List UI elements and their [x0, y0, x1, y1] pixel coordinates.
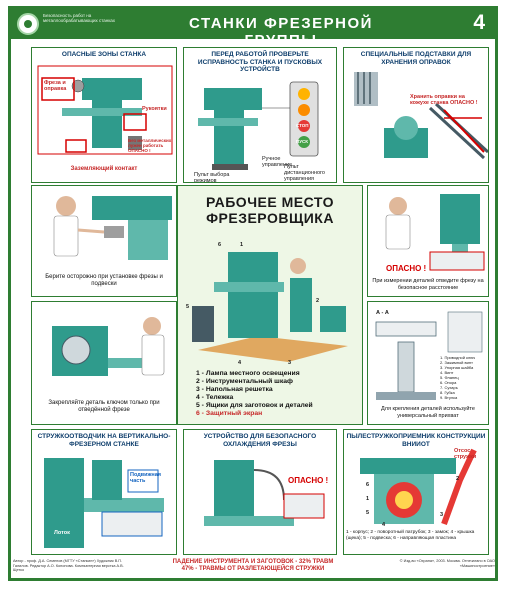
- workplace-illustration: [192, 252, 348, 362]
- sheet-number: 4: [473, 11, 485, 34]
- panel-pre-check: ПЕРЕД РАБОТОЙ ПРОВЕРЬТЕ ИСПРАВНОСТЬ СТАН…: [183, 47, 337, 183]
- footer-authors: Автор - проф. Д.А. Семенов (МГТУ «Станки…: [13, 559, 124, 572]
- panel-title: УСТРОЙСТВО ДЛЯ БЕЗОПАСНОГО ОХЛАЖДЕНИЯ ФР…: [203, 433, 317, 448]
- org-logo-icon: [17, 13, 39, 35]
- universal-clamp-diagram: [375, 311, 483, 400]
- chip-guard-illustration: [44, 458, 164, 548]
- panel-chip-receiver: ПЫЛЕСТРУЖКОПРИЕМНИК КОНСТРУКЦИИ ВНИИОТ О…: [343, 429, 489, 555]
- stat-line-2: 47% - ТРАВМЫ ОТ РАЗЛЕТАЮЩЕЙСЯ СТРУЖКИ: [181, 566, 325, 572]
- danger-label: ОПАСНО !: [288, 476, 329, 485]
- callout-3: 3: [288, 360, 292, 366]
- panel-clamp-key: Закрепляйте деталь ключом только при отв…: [31, 301, 177, 425]
- part-label: 8. Губка: [440, 390, 455, 395]
- machine-controls-illustration: [198, 81, 319, 170]
- label-chip-suction: Отсос стружки: [454, 448, 477, 460]
- callout-6: 6: [366, 482, 370, 488]
- panel-caption: Берите осторожно при установке фрезы и п…: [45, 274, 163, 287]
- panel-chip-guard: СТРУЖКООТВОДЧИК НА ВЕРТИКАЛЬНО-ФРЕЗЕРНОМ…: [31, 429, 177, 555]
- button-label-start: ПУСК: [296, 139, 309, 144]
- part-label: 1. Приводной ключ: [440, 355, 476, 360]
- panel-measurement: ОПАСНО ! При измерении деталей отведите …: [367, 185, 489, 297]
- label-remote-panel: Пульт дистанционного управления: [284, 164, 325, 182]
- panel-vise: А - А 1. Приводной ключ 2. Зажимной винт…: [367, 301, 489, 425]
- legend-item: 4 - Тележка: [196, 394, 234, 401]
- callout-4: 4: [238, 360, 242, 366]
- panel-danger-zones: ОПАСНЫЕ ЗОНЫ СТАНКА Фреза и оправка Руко…: [31, 47, 177, 183]
- workplace-legend: 1 - Лампа местного освещения 2 - Инструм…: [196, 370, 313, 418]
- label-no-guard-warning: Без металлических лужен работать ОПАСНО …: [128, 138, 172, 153]
- callout-2: 2: [316, 298, 320, 304]
- poster-title: СТАНКИ ФРЕЗЕРНОЙ ГРУППЫ: [189, 15, 373, 49]
- label-mode-panel: Пульт выбора режимов: [194, 172, 230, 183]
- panel-caption: Закрепляйте деталь ключом только при отв…: [48, 400, 160, 413]
- panel-caption: Заземляющий контакт: [70, 166, 138, 172]
- legend-item: 2 - Инструментальный шкаф: [196, 378, 293, 385]
- label-moving-part: Подвижная часть: [130, 472, 161, 484]
- workplace-title: РАБОЧЕЕ МЕСТО ФРЕЗЕРОВЩИКА: [178, 194, 362, 226]
- part-label: 5. Фланец: [440, 375, 459, 380]
- part-label: 7. Сухарь: [440, 385, 458, 390]
- callout-3: 3: [440, 512, 444, 518]
- callout-5: 5: [186, 304, 190, 310]
- legend-item: 1 - Лампа местного освещения: [196, 370, 300, 377]
- part-label: 6. Опора: [440, 380, 457, 385]
- footer-statistics: ПАДЕНИЕ ИНСТРУМЕНТА И ЗАГОТОВОК - 32% ТР…: [151, 559, 355, 573]
- panel-title: СТРУЖКООТВОДЧИК НА ВЕРТИКАЛЬНО-ФРЕЗЕРНОМ…: [37, 433, 171, 448]
- arbor-stands-illustration: [354, 72, 488, 160]
- callout-5: 5: [366, 510, 370, 516]
- label-storage-warning: Хранить оправки на кожухе станка ОПАСНО …: [410, 94, 478, 106]
- legend-item: 3 - Напольная решетка: [196, 386, 273, 393]
- safety-poster: Безопасность работ на металлообрабатываю…: [8, 6, 498, 581]
- part-label: 2. Зажимной винт: [440, 360, 473, 365]
- cutter-install-illustration: [53, 196, 172, 260]
- panel-title: ПЫЛЕСТРУЖКОПРИЕМНИК КОНСТРУКЦИИ ВНИИОТ: [346, 433, 486, 448]
- label-cutter: Фреза и оправка: [44, 80, 67, 92]
- label-tray: Лоток: [54, 530, 70, 536]
- danger-label: ОПАСНО !: [386, 264, 427, 273]
- workplace-title-line2: ФРЕЗЕРОВЩИКА: [206, 210, 334, 226]
- legend-item: 6 - Защитный экран: [196, 410, 263, 417]
- callout-1: 1: [366, 496, 370, 502]
- panel-coolant: УСТРОЙСТВО ДЛЯ БЕЗОПАСНОГО ОХЛАЖДЕНИЯ ФР…: [183, 429, 337, 555]
- panel-caption: При измерении деталей отведите фрезу на …: [372, 278, 484, 291]
- coolant-device-illustration: [204, 460, 325, 526]
- panel-title: ОПАСНЫЕ ЗОНЫ СТАНКА: [61, 51, 147, 58]
- panel-caption: Для крепления деталей используйте универ…: [381, 406, 475, 419]
- callout-1: 1: [240, 242, 244, 248]
- milling-machine-danger-illustration: [37, 65, 173, 155]
- workplace-title-line1: РАБОЧЕЕ МЕСТО: [206, 194, 334, 210]
- measurement-illustration: [385, 194, 485, 271]
- legend-item: 5 - Ящики для заготовок и деталей: [196, 402, 313, 409]
- part-label: 9. Втулка: [440, 395, 458, 400]
- chip-receiver-legend: 1 - корпус; 2 - поворотный патрубок; 3 -…: [346, 530, 475, 541]
- clamping-key-illustration: [52, 317, 165, 376]
- callout-6: 6: [218, 242, 222, 248]
- panel-title: СПЕЦИАЛЬНЫЕ ПОДСТАВКИ ДЛЯ ХРАНЕНИЯ ОПРАВ…: [360, 51, 472, 66]
- callout-4: 4: [382, 522, 386, 528]
- panel-cutter-install: Берите осторожно при установке фрезы и п…: [31, 185, 177, 297]
- stat-line-1: ПАДЕНИЕ ИНСТРУМЕНТА И ЗАГОТОВОК - 32% ТР…: [172, 559, 334, 565]
- org-name: Безопасность работ на металлообрабатываю…: [43, 13, 116, 24]
- label-manual-control: Ручное управление: [262, 156, 293, 168]
- chip-receiver-illustration: [360, 448, 477, 526]
- callout-2: 2: [456, 476, 460, 482]
- panel-stands: СПЕЦИАЛЬНЫЕ ПОДСТАВКИ ДЛЯ ХРАНЕНИЯ ОПРАВ…: [343, 47, 489, 183]
- label-handles: Рукоятки: [142, 106, 167, 112]
- footer-publisher: © Изд-во «Охрана», 2003. Москва. Отпечат…: [399, 559, 495, 568]
- part-label: 4. Винт: [440, 370, 454, 375]
- button-label-stop: СТОП: [296, 123, 309, 128]
- panel-title: ПЕРЕД РАБОТОЙ ПРОВЕРЬТЕ ИСПРАВНОСТЬ СТАН…: [197, 51, 323, 73]
- panel-workplace: РАБОЧЕЕ МЕСТО ФРЕЗЕРОВЩИКА 1 2 3 4 5 6 1…: [177, 185, 363, 425]
- poster-header: Безопасность работ на металлообрабатываю…: [11, 9, 495, 49]
- part-label: 3. Упорная шайба: [440, 365, 474, 370]
- section-label: А - А: [376, 310, 389, 316]
